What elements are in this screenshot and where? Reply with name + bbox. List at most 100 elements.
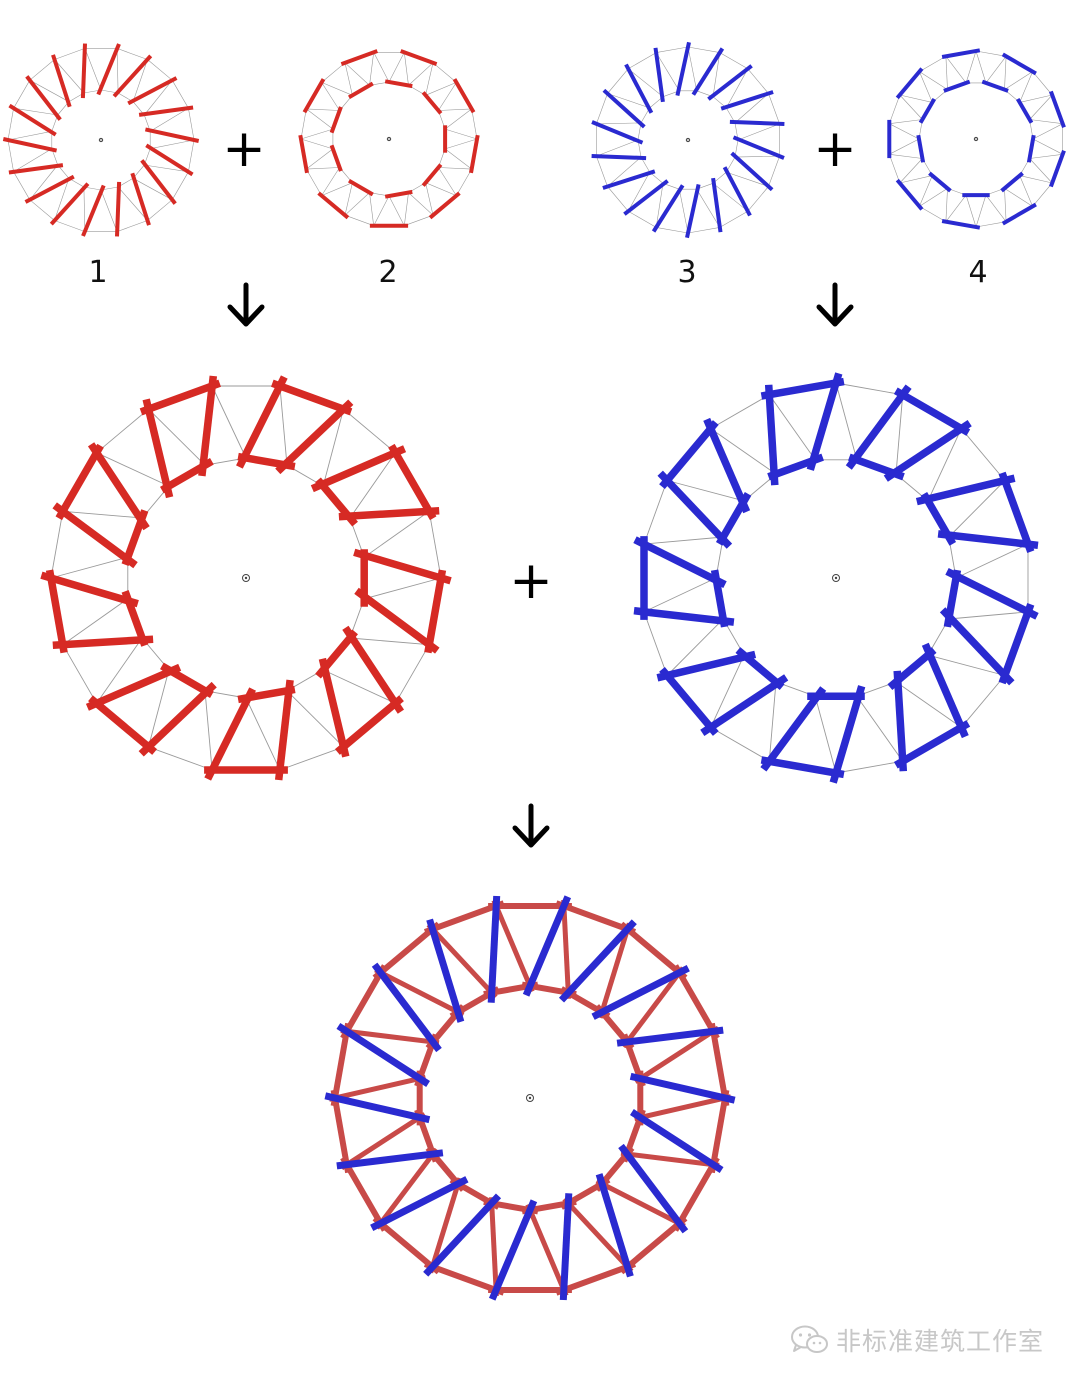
- grid-diagonal: [1029, 94, 1053, 120]
- radial-member: [633, 606, 735, 626]
- grid-outer-edge: [643, 611, 668, 676]
- grid-diagonal: [300, 128, 333, 140]
- grid-outer-edge: [432, 62, 457, 83]
- arrow-down-center-icon: [512, 803, 550, 848]
- final-blue-radial-member: [629, 1109, 724, 1174]
- radial-member: [115, 181, 122, 237]
- radial-member: [354, 587, 440, 654]
- final-red-diagonal: [621, 966, 685, 1049]
- grid-outer-edge: [395, 644, 430, 704]
- final-blue-radial-member: [488, 1199, 538, 1301]
- radial-member: [52, 502, 138, 569]
- outer-ring-member: [55, 443, 104, 521]
- grid-outer-edge: [747, 68, 769, 94]
- center-dot: [834, 576, 838, 580]
- grid-diagonal: [965, 50, 977, 83]
- outer-ring-member: [895, 67, 924, 100]
- final-blue-radial-member: [629, 1072, 736, 1104]
- final-blue-radial-member: [336, 1149, 444, 1170]
- outer-ring-member: [998, 471, 1035, 553]
- final-red-diagonal: [374, 967, 465, 1018]
- outer-ring-member: [941, 48, 981, 59]
- final-red-diagonal: [488, 1197, 499, 1297]
- grid-outer-edge: [687, 46, 720, 53]
- grid-diagonal: [679, 189, 689, 234]
- grid-outer-edge: [188, 139, 195, 172]
- grid-diagonal: [7, 131, 52, 141]
- grid-outer-edge: [471, 108, 478, 140]
- radial-member: [318, 657, 350, 758]
- center-dot: [100, 139, 102, 141]
- grid-diagonal: [712, 52, 721, 97]
- grid-diagonal: [895, 681, 962, 728]
- grid-diagonal: [643, 536, 724, 545]
- final-blue-radial-member: [371, 962, 442, 1053]
- grid-diagonal: [349, 452, 396, 519]
- outer-ring-member: [893, 387, 971, 436]
- grid-outer-edge: [596, 93, 608, 125]
- final-blue-radial-member: [559, 1193, 573, 1301]
- grid-diagonal: [150, 139, 195, 149]
- grid-diagonal: [344, 192, 370, 216]
- radial-member: [633, 536, 727, 588]
- inner-ring-member: [981, 79, 1009, 93]
- grid-outer-edge: [919, 206, 947, 222]
- grid-diagonal: [438, 167, 472, 170]
- watermark: 非标准建筑工作室: [790, 1320, 1060, 1360]
- grid-diagonal: [408, 192, 434, 216]
- grid-outer-edge: [889, 154, 901, 184]
- grid-diagonal: [768, 394, 816, 461]
- grid-diagonal: [696, 189, 721, 228]
- grid-diagonal: [404, 192, 409, 226]
- radial-member: [591, 120, 644, 145]
- grid-diagonal: [1019, 175, 1033, 207]
- grid-outer-edge: [306, 168, 322, 196]
- grid-outer-edge: [628, 52, 657, 70]
- radial-member: [87, 442, 150, 531]
- grid-outer-edge: [960, 428, 1006, 481]
- radial-member: [685, 183, 701, 239]
- radial-member: [274, 679, 294, 781]
- grid-diagonal: [306, 108, 340, 111]
- outer-ring-member: [659, 666, 719, 736]
- radial-member: [49, 182, 90, 226]
- grid-outer-edge: [975, 221, 1007, 228]
- final-blue-radial-member: [426, 918, 465, 1023]
- grid-diagonal: [349, 637, 430, 646]
- outer-ring-member: [1001, 52, 1037, 76]
- outer-ring-member: [45, 569, 68, 654]
- grid-outer-edge: [171, 80, 189, 109]
- grid-diagonal: [726, 68, 749, 109]
- grid-outer-edge: [7, 139, 14, 172]
- grid-diagonal: [927, 654, 1006, 676]
- outer-ring-member: [302, 78, 326, 114]
- radial-member: [883, 419, 972, 482]
- grid-diagonal: [1019, 94, 1053, 103]
- grid-diagonal: [444, 108, 472, 130]
- radial-member: [653, 47, 665, 103]
- radial-member: [760, 686, 827, 772]
- grid-diagonal: [404, 52, 409, 86]
- grid-diagonal: [150, 107, 189, 132]
- inner-ring-member: [943, 79, 971, 93]
- grid-diagonal: [1004, 71, 1033, 90]
- grid-diagonal: [388, 195, 405, 226]
- final-combined-ring: [324, 895, 736, 1301]
- grid-diagonal: [364, 577, 442, 600]
- outer-ring-member: [659, 420, 719, 490]
- grid-diagonal: [1019, 175, 1053, 184]
- radial-member: [40, 571, 139, 608]
- radial-member: [198, 375, 218, 477]
- grid-diagonal: [814, 696, 837, 774]
- final-red-diagonal: [491, 899, 535, 993]
- grid-diagonal: [132, 59, 148, 102]
- final-red-diagonal: [620, 1150, 720, 1168]
- grid-diagonal: [710, 654, 745, 728]
- outer-ring-member: [340, 49, 378, 66]
- outer-ring-member: [1049, 90, 1066, 128]
- radial-member: [806, 372, 843, 471]
- watermark-text: 非标准建筑工作室: [836, 1327, 1045, 1356]
- grid-diagonal: [945, 188, 948, 222]
- grid-diagonal: [919, 71, 933, 103]
- center-marker: [832, 574, 840, 582]
